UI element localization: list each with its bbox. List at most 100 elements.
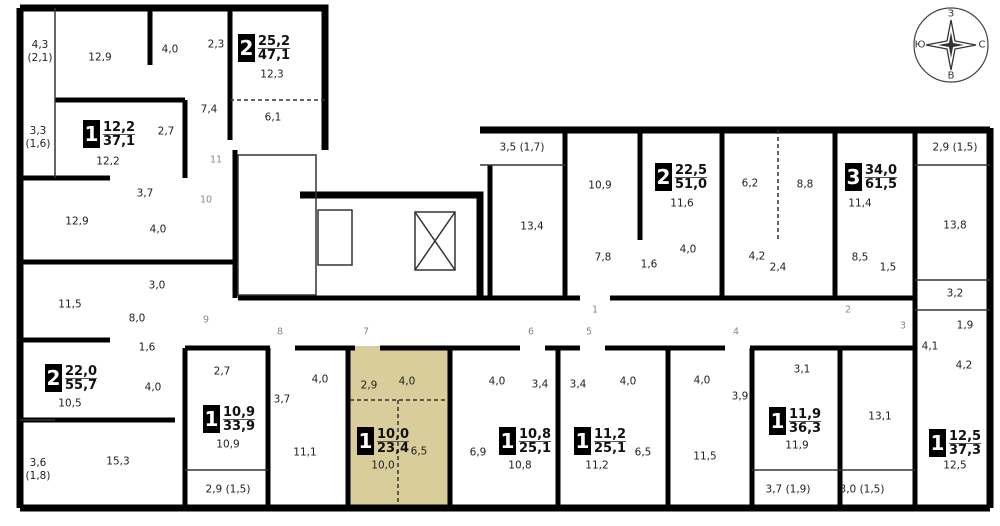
room-area: 4,0 — [488, 375, 506, 388]
total-area: 25,1 — [594, 440, 627, 456]
room-area: 8,0 — [128, 312, 146, 325]
room-area: 11,4 — [848, 197, 872, 210]
room-area: 11,6 — [670, 197, 694, 210]
room-area: 2,7 — [157, 125, 175, 138]
room-count: 2 — [655, 163, 672, 191]
room-area: 3,7 — [273, 393, 291, 406]
room-area: 3,6 (1,8) — [25, 457, 51, 482]
room-count: 2 — [45, 364, 62, 392]
room-area: 10,8 — [508, 459, 532, 472]
room-area: 3,1 — [793, 363, 811, 376]
room-area: 7,8 — [594, 251, 612, 264]
living-area: 25,2 — [258, 33, 291, 49]
room-count: 1 — [83, 120, 100, 148]
total-area: 23,4 — [377, 440, 410, 456]
room-area: 6,2 — [741, 177, 759, 190]
room-area: 15,3 — [106, 455, 130, 468]
total-area: 36,3 — [789, 420, 822, 436]
room-area: 12,9 — [88, 51, 112, 64]
room-area: 11,5 — [693, 450, 717, 463]
living-area: 11,2 — [594, 426, 627, 442]
room-area: 3,7 (1,9) — [765, 483, 811, 496]
room-area: 4,3 (2,1) — [27, 39, 53, 64]
room-area: 2,9 (1,5) — [205, 483, 251, 496]
room-area: 11,2 — [585, 459, 609, 472]
living-area: 12,2 — [103, 119, 136, 135]
room-area: 4,2 — [955, 359, 973, 372]
living-area: 22,5 — [675, 162, 708, 178]
room-area: 3,0 (1,5) — [839, 483, 885, 496]
total-area: 33,9 — [223, 418, 256, 434]
room-area: 3,4 — [569, 378, 587, 391]
room-area: 10,9 — [216, 438, 240, 451]
room-area: 4,0 — [144, 381, 162, 394]
door-number: 3 — [899, 320, 907, 332]
room-area: 6,1 — [264, 111, 282, 124]
room-area: 13,8 — [943, 219, 967, 232]
outer-walls — [16, 4, 994, 512]
room-area: 1,6 — [138, 341, 156, 354]
room-area: 1,5 — [879, 261, 897, 274]
compass-rose-icon — [913, 7, 989, 83]
room-area: 11,5 — [58, 298, 82, 311]
room-area: 12,3 — [260, 68, 284, 81]
total-area: 47,1 — [258, 47, 291, 63]
room-area: 4,2 — [748, 250, 766, 263]
room-count: 1 — [357, 427, 374, 455]
room-area: 3,5 (1,7) — [499, 141, 545, 154]
room-area: 4,0 — [679, 243, 697, 256]
room-area: 2,4 — [769, 261, 787, 274]
compass-label-right: С — [978, 39, 986, 51]
room-area: 3,7 — [136, 187, 154, 200]
room-area: 2,7 — [213, 365, 231, 378]
room-area: 3,4 — [531, 378, 549, 391]
door-number: 11 — [209, 154, 223, 166]
door-number: 4 — [732, 326, 740, 338]
room-area: 3,9 — [731, 390, 749, 403]
total-area: 51,0 — [675, 176, 708, 192]
living-area: 22,0 — [65, 363, 98, 379]
room-area: 3,0 — [148, 279, 166, 292]
room-area: 4,1 — [921, 340, 939, 353]
room-count: 1 — [574, 427, 591, 455]
total-area: 25,1 — [519, 440, 552, 456]
total-area: 55,7 — [65, 377, 98, 393]
door-number: 10 — [199, 194, 213, 206]
room-count: 1 — [203, 405, 220, 433]
living-area: 10,0 — [377, 426, 410, 442]
room-area: 13,1 — [868, 410, 892, 423]
room-area: 12,5 — [943, 459, 967, 472]
room-area: 3,3 (1,6) — [25, 125, 51, 150]
door-number: 5 — [585, 326, 593, 338]
room-area: 6,9 — [469, 446, 487, 459]
room-area: 12,2 — [96, 155, 120, 168]
compass-label-bottom: В — [947, 70, 955, 82]
living-area: 11,9 — [789, 406, 822, 422]
room-count: 3 — [845, 163, 862, 191]
living-area: 10,8 — [519, 426, 552, 442]
selected-apartment-fill[interactable] — [350, 346, 448, 506]
room-area: 6,5 — [410, 445, 428, 458]
compass-label-left: Ю — [914, 39, 926, 51]
room-area: 1,9 — [956, 319, 974, 332]
door-number: 6 — [527, 326, 535, 338]
room-area: 4,0 — [311, 373, 329, 386]
room-area: 2,3 — [207, 38, 225, 51]
room-area: 10,9 — [588, 179, 612, 192]
living-area: 12,5 — [949, 428, 982, 444]
room-area: 7,4 — [200, 103, 218, 116]
compass: З Ю С В — [912, 6, 990, 84]
room-area: 11,9 — [785, 439, 809, 452]
door-number: 1 — [591, 304, 599, 316]
